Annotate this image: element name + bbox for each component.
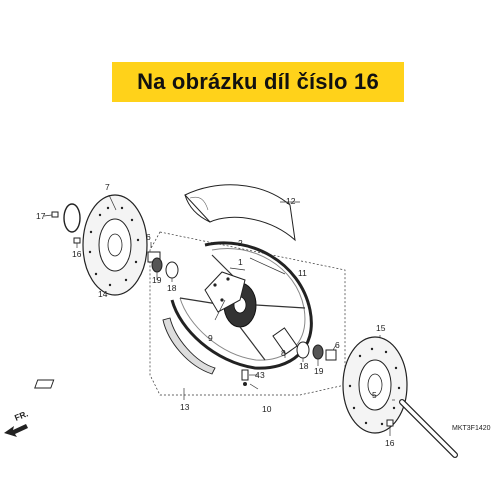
label-part-13: 13 [180, 402, 190, 412]
right-brake-disc [342, 336, 408, 434]
front-direction-label: FR. [13, 408, 29, 422]
retaining-ring [63, 203, 81, 233]
label-part-19-right: 19 [314, 366, 324, 376]
leader-lines [43, 194, 395, 436]
label-part-4: 4 [255, 370, 260, 380]
balance-weight [34, 379, 55, 389]
hub-plate [204, 271, 246, 313]
left-bearing [165, 261, 179, 279]
diagram-code: MKT3F1420 [452, 425, 491, 432]
label-part-19-left: 19 [152, 275, 162, 285]
label-part-16-right: 16 [385, 438, 395, 448]
label-part-2: 2 [238, 238, 243, 248]
label-part-16-left: 16 [72, 249, 82, 259]
small-bolt [51, 211, 59, 218]
label-part-7: 7 [105, 182, 110, 192]
label-part-18-left: 18 [167, 283, 177, 293]
valve-stem [241, 369, 249, 381]
label-part-6-right: 6 [335, 340, 340, 350]
disc-bolt-right [386, 419, 394, 427]
assembly-outline [149, 231, 346, 396]
label-part-15: 15 [376, 323, 386, 333]
right-dust-seal [312, 344, 324, 360]
left-brake-disc [82, 194, 148, 296]
label-part-3: 3 [260, 370, 265, 380]
disc-bolt-left [73, 237, 81, 244]
label-part-14: 14 [98, 289, 108, 299]
arrow-left-icon [4, 424, 28, 437]
label-part-5: 5 [372, 390, 377, 400]
front-axle [399, 399, 458, 458]
label-part-10: 10 [262, 404, 272, 414]
label-part-11: 11 [298, 268, 307, 278]
rim-tape [162, 317, 216, 375]
banner-text: Na obrázku díl číslo 16 [137, 69, 379, 94]
tire [184, 184, 296, 242]
left-dust-seal [151, 257, 163, 273]
distance-collar [272, 327, 298, 355]
label-part-18-right: 18 [299, 361, 309, 371]
label-part-12: 12 [286, 196, 296, 206]
right-bearing [296, 341, 310, 359]
label-part-9: 9 [208, 333, 213, 343]
right-collar [325, 349, 337, 361]
valve-cap [243, 382, 247, 386]
label-part-17: 17 [36, 211, 46, 221]
label-part-6-left: 6 [146, 232, 151, 242]
highlight-banner: Na obrázku díl číslo 16 [112, 62, 404, 102]
label-part-1: 1 [238, 257, 243, 267]
label-part-8: 8 [281, 348, 286, 358]
